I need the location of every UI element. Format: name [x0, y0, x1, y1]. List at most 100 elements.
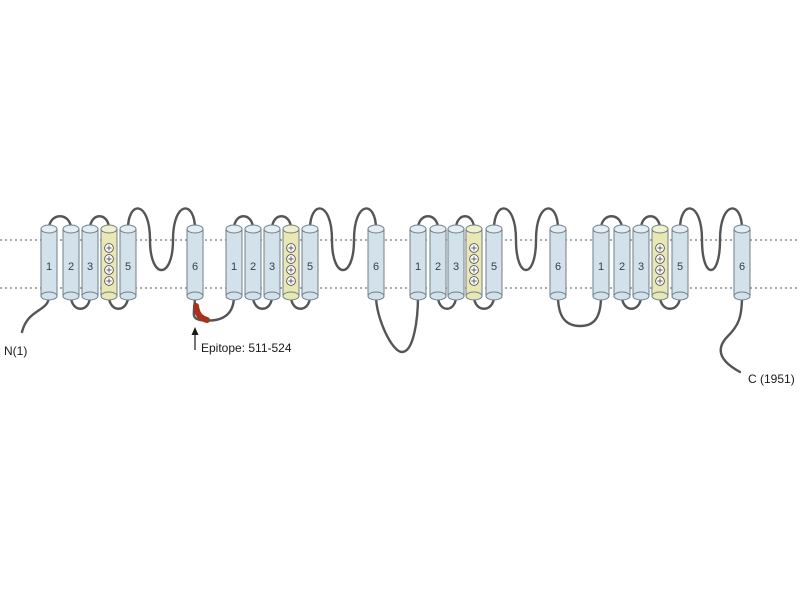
helix-d2-s3: 3	[263, 224, 281, 301]
helix-number-label: 3	[269, 261, 275, 273]
helix-d4-s4	[651, 224, 669, 301]
helix-number-label: 2	[435, 261, 441, 273]
helix-top-cap	[119, 224, 137, 234]
helix-d1-s2: 2	[62, 224, 80, 301]
helix-top-cap	[613, 224, 631, 234]
pore-loop-d4	[678, 207, 744, 272]
positive-charge-icon	[655, 243, 665, 253]
helix-bottom-cap	[429, 291, 447, 301]
helix-number-label: 5	[677, 261, 683, 273]
helix-bottom-cap	[549, 291, 567, 301]
positive-charge-icon	[104, 276, 114, 286]
helix-top-cap	[485, 224, 503, 234]
helix-d2-s4	[282, 224, 300, 301]
helix-bottom-cap	[671, 291, 689, 301]
helix-d1-s1: 1	[40, 224, 58, 301]
helix-bottom-cap	[81, 291, 99, 301]
helix-top-cap	[733, 224, 751, 234]
helix-d2-s1: 1	[225, 224, 243, 301]
helix-number-label: 1	[46, 261, 52, 273]
helix-top-cap	[465, 224, 483, 234]
helix-top-cap	[225, 224, 243, 234]
helix-number-label: 2	[619, 261, 625, 273]
n-terminus-label: N(1)	[4, 344, 27, 358]
helix-bottom-cap	[100, 291, 118, 301]
helix-top-cap	[367, 224, 385, 234]
helix-d3-s4	[465, 224, 483, 301]
pore-loop-d1	[126, 207, 197, 271]
helix-top-cap	[263, 224, 281, 234]
helix-number-label: 6	[555, 261, 561, 273]
helix-d2-s6: 6	[367, 224, 385, 301]
helix-number-label: 5	[125, 261, 131, 273]
c-terminal-tail	[719, 294, 744, 374]
pore-loop-d2	[308, 207, 378, 271]
helix-bottom-cap	[282, 291, 300, 301]
helix-bottom-cap	[613, 291, 631, 301]
helix-bottom-cap	[367, 291, 385, 301]
helix-top-cap	[301, 224, 319, 234]
helix-top-cap	[62, 224, 80, 234]
positive-charge-icon	[286, 254, 296, 264]
helix-d4-s1: 1	[592, 224, 610, 301]
helix-number-label: 1	[231, 261, 237, 273]
helix-number-label: 6	[739, 261, 745, 273]
helix-d2-s5: 5	[301, 224, 319, 301]
positive-charge-icon	[469, 265, 479, 275]
helix-bottom-cap	[62, 291, 80, 301]
positive-charge-icon	[655, 276, 665, 286]
helix-bottom-cap	[651, 291, 669, 301]
helix-d2-s2: 2	[244, 224, 262, 301]
helix-top-cap	[409, 224, 427, 234]
positive-charge-icon	[286, 276, 296, 286]
helix-number-label: 3	[453, 261, 459, 273]
helix-d3-s3: 3	[447, 224, 465, 301]
helix-top-cap	[592, 224, 610, 234]
positive-charge-icon	[469, 254, 479, 264]
helix-number-label: 1	[415, 261, 421, 273]
helix-top-cap	[671, 224, 689, 234]
c-terminus-label: C (1951)	[748, 372, 795, 386]
epitope-arrow-head	[191, 327, 199, 335]
helix-top-cap	[244, 224, 262, 234]
helix-top-cap	[186, 224, 204, 234]
linker-ii-iii	[374, 294, 420, 354]
epitope-segment	[193, 303, 210, 323]
helix-top-cap	[81, 224, 99, 234]
helix-bottom-cap	[244, 291, 262, 301]
positive-charge-icon	[104, 265, 114, 275]
helix-d3-s2: 2	[429, 224, 447, 301]
linker-iii-iv	[556, 294, 603, 328]
helix-d4-s6: 6	[733, 224, 751, 301]
helix-number-label: 2	[250, 261, 256, 273]
helix-d3-s1: 1	[409, 224, 427, 301]
helix-d4-s3: 3	[632, 224, 650, 301]
helix-number-label: 3	[638, 261, 644, 273]
helix-bottom-cap	[485, 291, 503, 301]
helix-bottom-cap	[263, 291, 281, 301]
helix-bottom-cap	[301, 291, 319, 301]
helix-number-label: 6	[192, 261, 198, 273]
helix-bottom-cap	[119, 291, 137, 301]
helix-bottom-cap	[447, 291, 465, 301]
helix-bottom-cap	[592, 291, 610, 301]
helix-top-cap	[100, 224, 118, 234]
helix-top-cap	[549, 224, 567, 234]
helix-d1-s5: 5	[119, 224, 137, 301]
positive-charge-icon	[286, 265, 296, 275]
helix-bottom-cap	[225, 291, 243, 301]
helix-bottom-cap	[40, 291, 58, 301]
helix-bottom-cap	[186, 291, 204, 301]
helix-d4-s5: 5	[671, 224, 689, 301]
positive-charge-icon	[469, 243, 479, 253]
pore-loop-d3	[492, 207, 560, 272]
helix-d4-s2: 2	[613, 224, 631, 301]
positive-charge-icon	[655, 265, 665, 275]
helix-bottom-cap	[632, 291, 650, 301]
epitope-arrow	[191, 327, 199, 350]
epitope-label: Epitope: 511-524	[201, 341, 292, 355]
helix-top-cap	[40, 224, 58, 234]
positive-charge-icon	[655, 254, 665, 264]
